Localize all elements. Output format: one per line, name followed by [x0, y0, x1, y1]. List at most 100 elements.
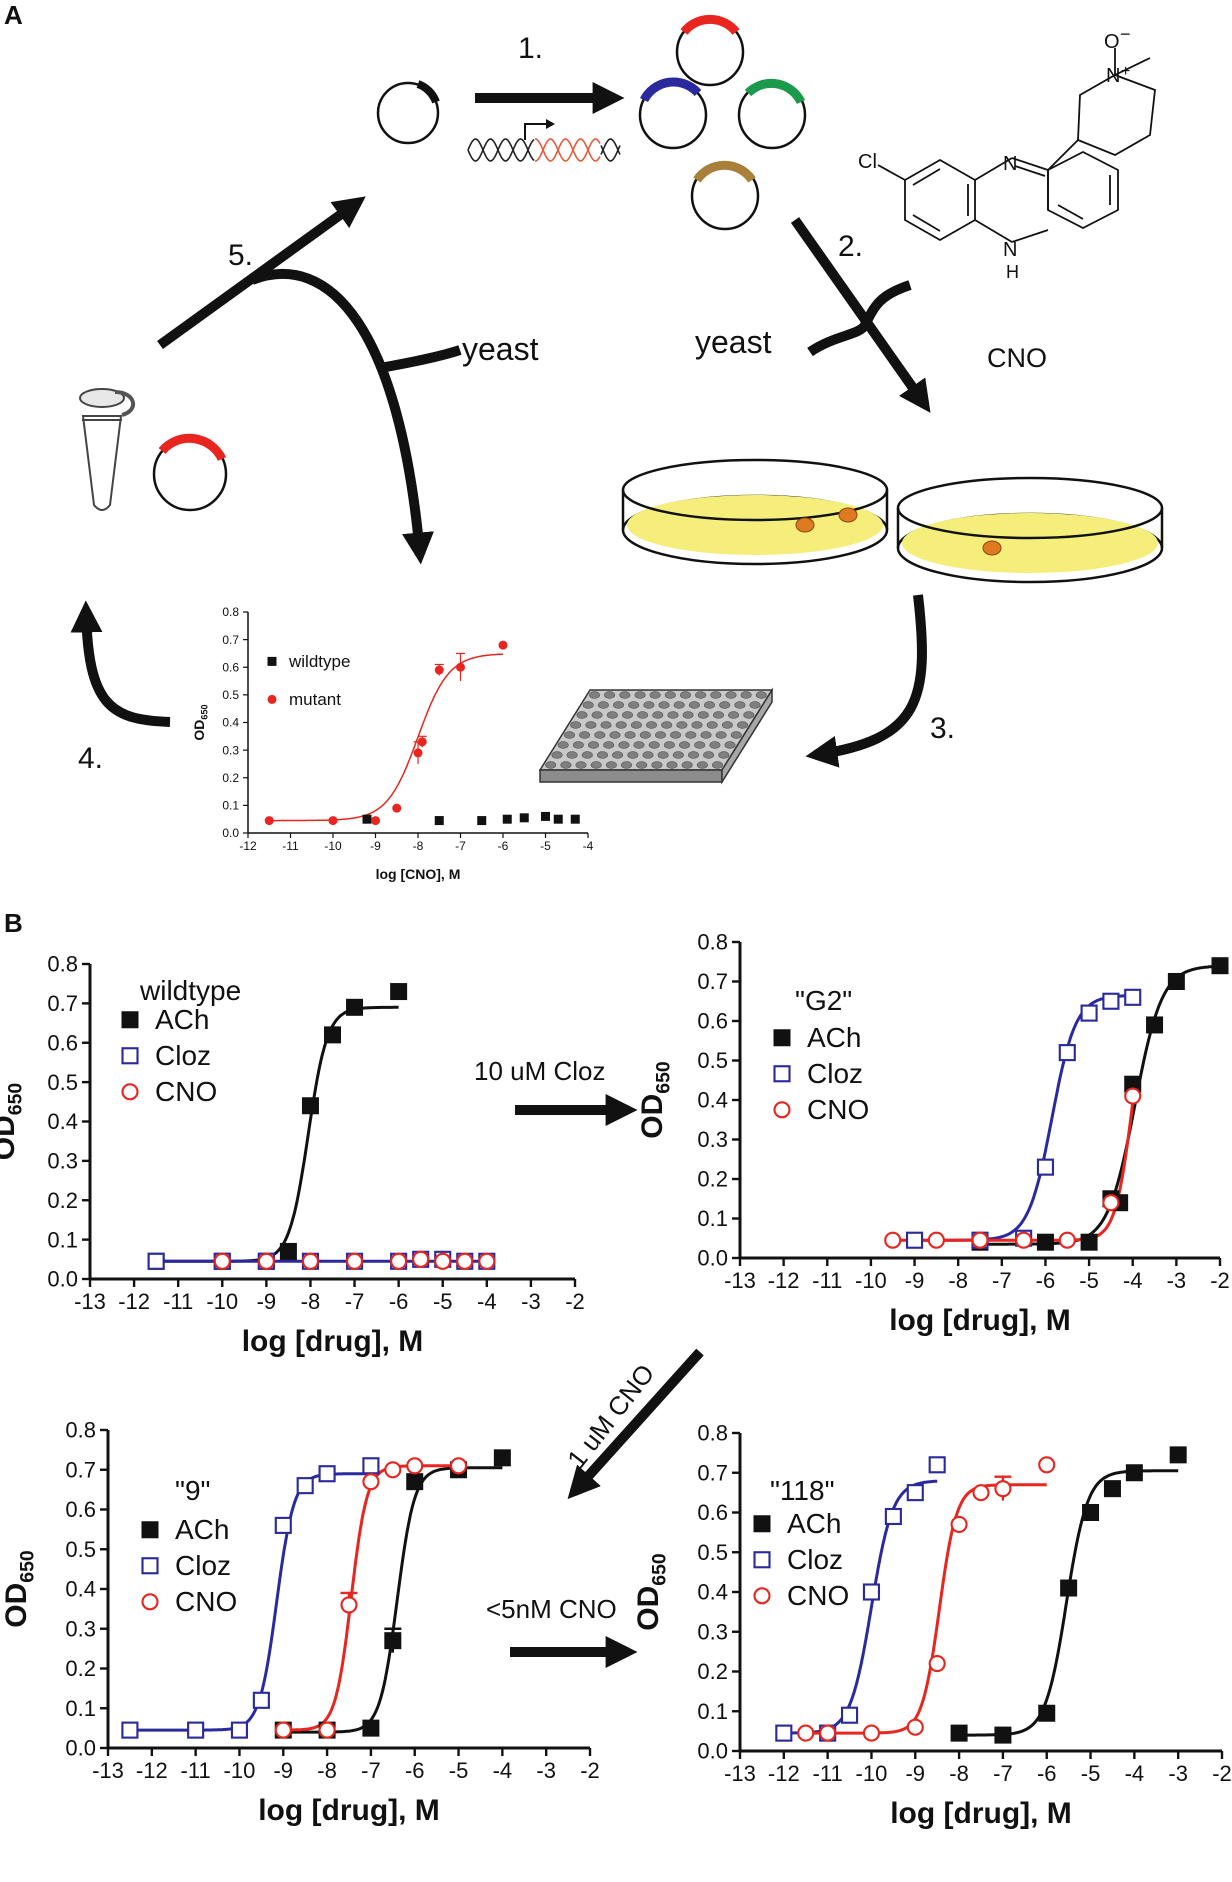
x-tick-label: -10: [855, 1268, 887, 1293]
data-point-cloz: [121, 1721, 139, 1739]
well: [710, 691, 722, 699]
y-tick-label: 0.0: [697, 1739, 728, 1764]
data-point-cno: [1102, 1194, 1120, 1212]
cno-label: CNO: [987, 343, 1047, 373]
x-tick-label: -6: [1037, 1761, 1057, 1786]
well: [612, 751, 624, 759]
x-tick-label: -13: [724, 1268, 756, 1293]
well: [591, 711, 603, 719]
x-tick-label: -4: [583, 839, 594, 853]
data-point-ach: [324, 1026, 341, 1044]
legend-label-mutant: mutant: [289, 690, 341, 709]
data-point-wildtype: [553, 814, 563, 824]
data-point-ach: [384, 1632, 402, 1650]
y-tick-label: 0.4: [697, 1580, 728, 1605]
well: [696, 761, 708, 769]
x-tick-label: -12: [239, 839, 257, 853]
x-tick-label: -3: [521, 1289, 541, 1314]
legend-marker-ach: [753, 1515, 771, 1533]
fit-curve-cno: [892, 1102, 1135, 1242]
data-point-cno: [456, 1252, 474, 1270]
x-tick-label: -13: [724, 1761, 756, 1786]
y-tick-label: 0.2: [222, 771, 239, 785]
data-point-ach: [346, 998, 364, 1016]
well: [624, 731, 636, 739]
data-point-cno: [213, 1252, 231, 1270]
legend-label-ach: ACh: [155, 1004, 209, 1035]
data-point-cloz: [296, 1477, 314, 1495]
well: [725, 691, 737, 699]
legend-marker-cno: [121, 1083, 139, 1101]
well: [563, 731, 575, 739]
y-tick-label: 0.2: [65, 1656, 96, 1681]
y-axis-label: OD650: [636, 1061, 675, 1139]
x-tick-label: -3: [1168, 1761, 1188, 1786]
step3-label: 3.: [930, 712, 955, 745]
x-tick-label: -10: [856, 1761, 888, 1786]
dna-helix: [467, 138, 621, 162]
legend-label-cno: CNO: [787, 1580, 849, 1611]
data-point-ach: [950, 1724, 968, 1742]
well: [633, 741, 645, 749]
source-plasmid: [376, 80, 440, 145]
x-tick-label: -5: [449, 1758, 469, 1783]
well: [694, 741, 706, 749]
well: [612, 701, 624, 709]
x-tick-label: -11: [812, 1268, 842, 1293]
data-point-mutant: [456, 662, 465, 672]
data-point-cno: [301, 1252, 320, 1270]
x-tick-label: -9: [370, 839, 381, 853]
petri-dish-1: [621, 458, 889, 566]
yeast-label-right: yeast: [695, 324, 772, 360]
well: [590, 761, 602, 769]
well: [672, 751, 684, 759]
data-point-cloz: [840, 1706, 859, 1724]
well: [596, 751, 608, 759]
x-tick-label: -11: [282, 839, 299, 853]
data-point-cno: [345, 1252, 364, 1270]
x-tick-label: -10: [224, 1758, 256, 1783]
well: [628, 701, 640, 709]
well: [687, 751, 699, 759]
x-tick-label: -9: [273, 1758, 293, 1783]
data-point-ach: [1038, 1704, 1056, 1722]
well: [703, 701, 715, 709]
well: [711, 761, 723, 769]
legend-marker-ach: [773, 1029, 791, 1047]
data-point-cloz: [884, 1507, 902, 1526]
x-tick-label: -8: [949, 1761, 969, 1786]
legend-marker-cloz: [773, 1065, 791, 1083]
well: [637, 711, 649, 719]
data-point-ach: [1080, 1233, 1098, 1251]
legend-marker-cno: [141, 1593, 159, 1611]
x-tick-label: -4: [477, 1289, 497, 1314]
y-tick-label: 0.6: [222, 660, 239, 674]
y-tick-label: 0.3: [697, 1127, 728, 1152]
data-point-cloz: [274, 1516, 292, 1534]
transition-2-arrow: [567, 1348, 704, 1500]
data-point-cloz: [1102, 992, 1120, 1010]
transition-3-label: <5nM CNO: [486, 1594, 617, 1624]
data-point-cno: [274, 1721, 292, 1739]
data-point-cno: [318, 1721, 336, 1739]
y-axis-label: OD650: [191, 704, 210, 740]
inset-dose-response-chart: -12-11-10-9-8-7-6-5-40.00.10.20.30.40.50…: [191, 605, 594, 882]
well: [755, 691, 767, 699]
well: [630, 721, 642, 729]
data-point-cno: [449, 1457, 468, 1475]
x-tick-label: -3: [1167, 1268, 1187, 1293]
data-point-mutant: [392, 803, 402, 813]
data-point-cloz: [775, 1724, 793, 1742]
x-tick-label: -6: [498, 839, 509, 853]
x-tick-label: -12: [768, 1268, 800, 1293]
library-plasmid-red: [675, 14, 745, 87]
well: [685, 731, 697, 739]
x-tick-label: -6: [405, 1758, 425, 1783]
well: [678, 741, 690, 749]
data-point-cno: [1038, 1456, 1056, 1474]
step2-arrow: [790, 217, 931, 413]
data-point-cno: [434, 1252, 452, 1270]
fit-curve-cloz: [129, 1472, 371, 1732]
legend-label-cloz: Cloz: [175, 1550, 231, 1581]
